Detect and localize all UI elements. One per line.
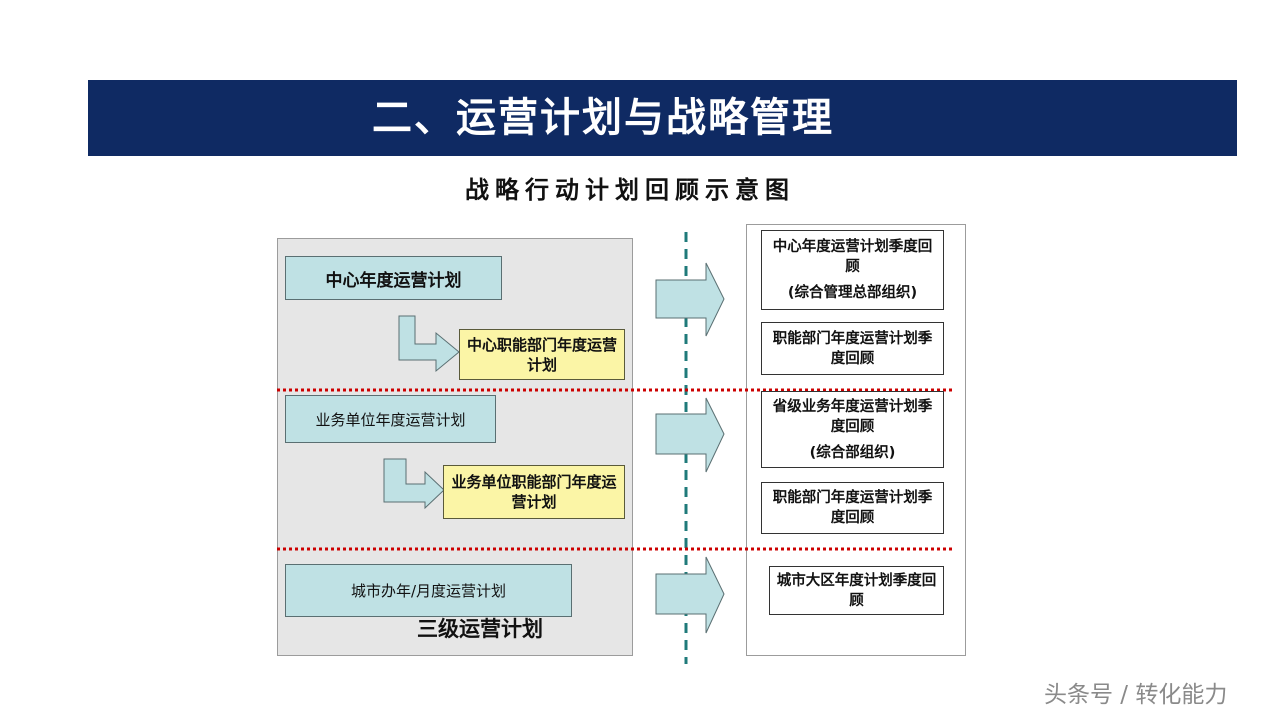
center-dept-plan-box: 中心职能部门年度运营计划: [459, 329, 625, 380]
right-arrow: [655, 556, 725, 634]
center-annual-plan-box: 中心年度运营计划: [285, 256, 502, 300]
watermark: 头条号 / 转化能力: [1044, 682, 1228, 708]
elbow-arrow: [398, 315, 460, 373]
review-text: 职能部门年度运营计划季度回顾: [772, 490, 933, 526]
review-text: 中心年度运营计划季度回顾: [772, 239, 933, 275]
review-note: (综合部组织): [809, 444, 896, 461]
review-box: 中心年度运营计划季度回顾 (综合管理总部组织): [761, 230, 944, 310]
review-note: (综合管理总部组织): [787, 285, 918, 301]
three-level-caption: 三级运营计划: [417, 617, 543, 641]
title-bar: [88, 80, 1237, 156]
review-text: 省级业务年度运营计划季度回顾: [772, 398, 933, 435]
review-box: 职能部门年度运营计划季度回顾: [761, 322, 944, 375]
page-title: 二、运营计划与战略管理: [372, 94, 834, 141]
business-unit-plan-box: 业务单位年度运营计划: [285, 395, 496, 443]
review-box: 职能部门年度运营计划季度回顾: [761, 482, 944, 534]
right-arrow: [655, 397, 725, 473]
right-arrow: [655, 262, 725, 337]
review-text: 职能部门年度运营计划季度回顾: [772, 330, 933, 367]
review-box: 省级业务年度运营计划季度回顾 (综合部组织): [761, 391, 944, 468]
review-text: 城市大区年度计划季度回顾: [776, 572, 937, 609]
elbow-arrow: [383, 458, 445, 510]
city-office-plan-box: 城市办年/月度运营计划: [285, 564, 572, 617]
review-box: 城市大区年度计划季度回顾: [769, 566, 944, 615]
business-unit-dept-plan-box: 业务单位职能部门年度运营计划: [443, 465, 625, 519]
diagram-subtitle: 战略行动计划回顾示意图: [465, 175, 795, 204]
